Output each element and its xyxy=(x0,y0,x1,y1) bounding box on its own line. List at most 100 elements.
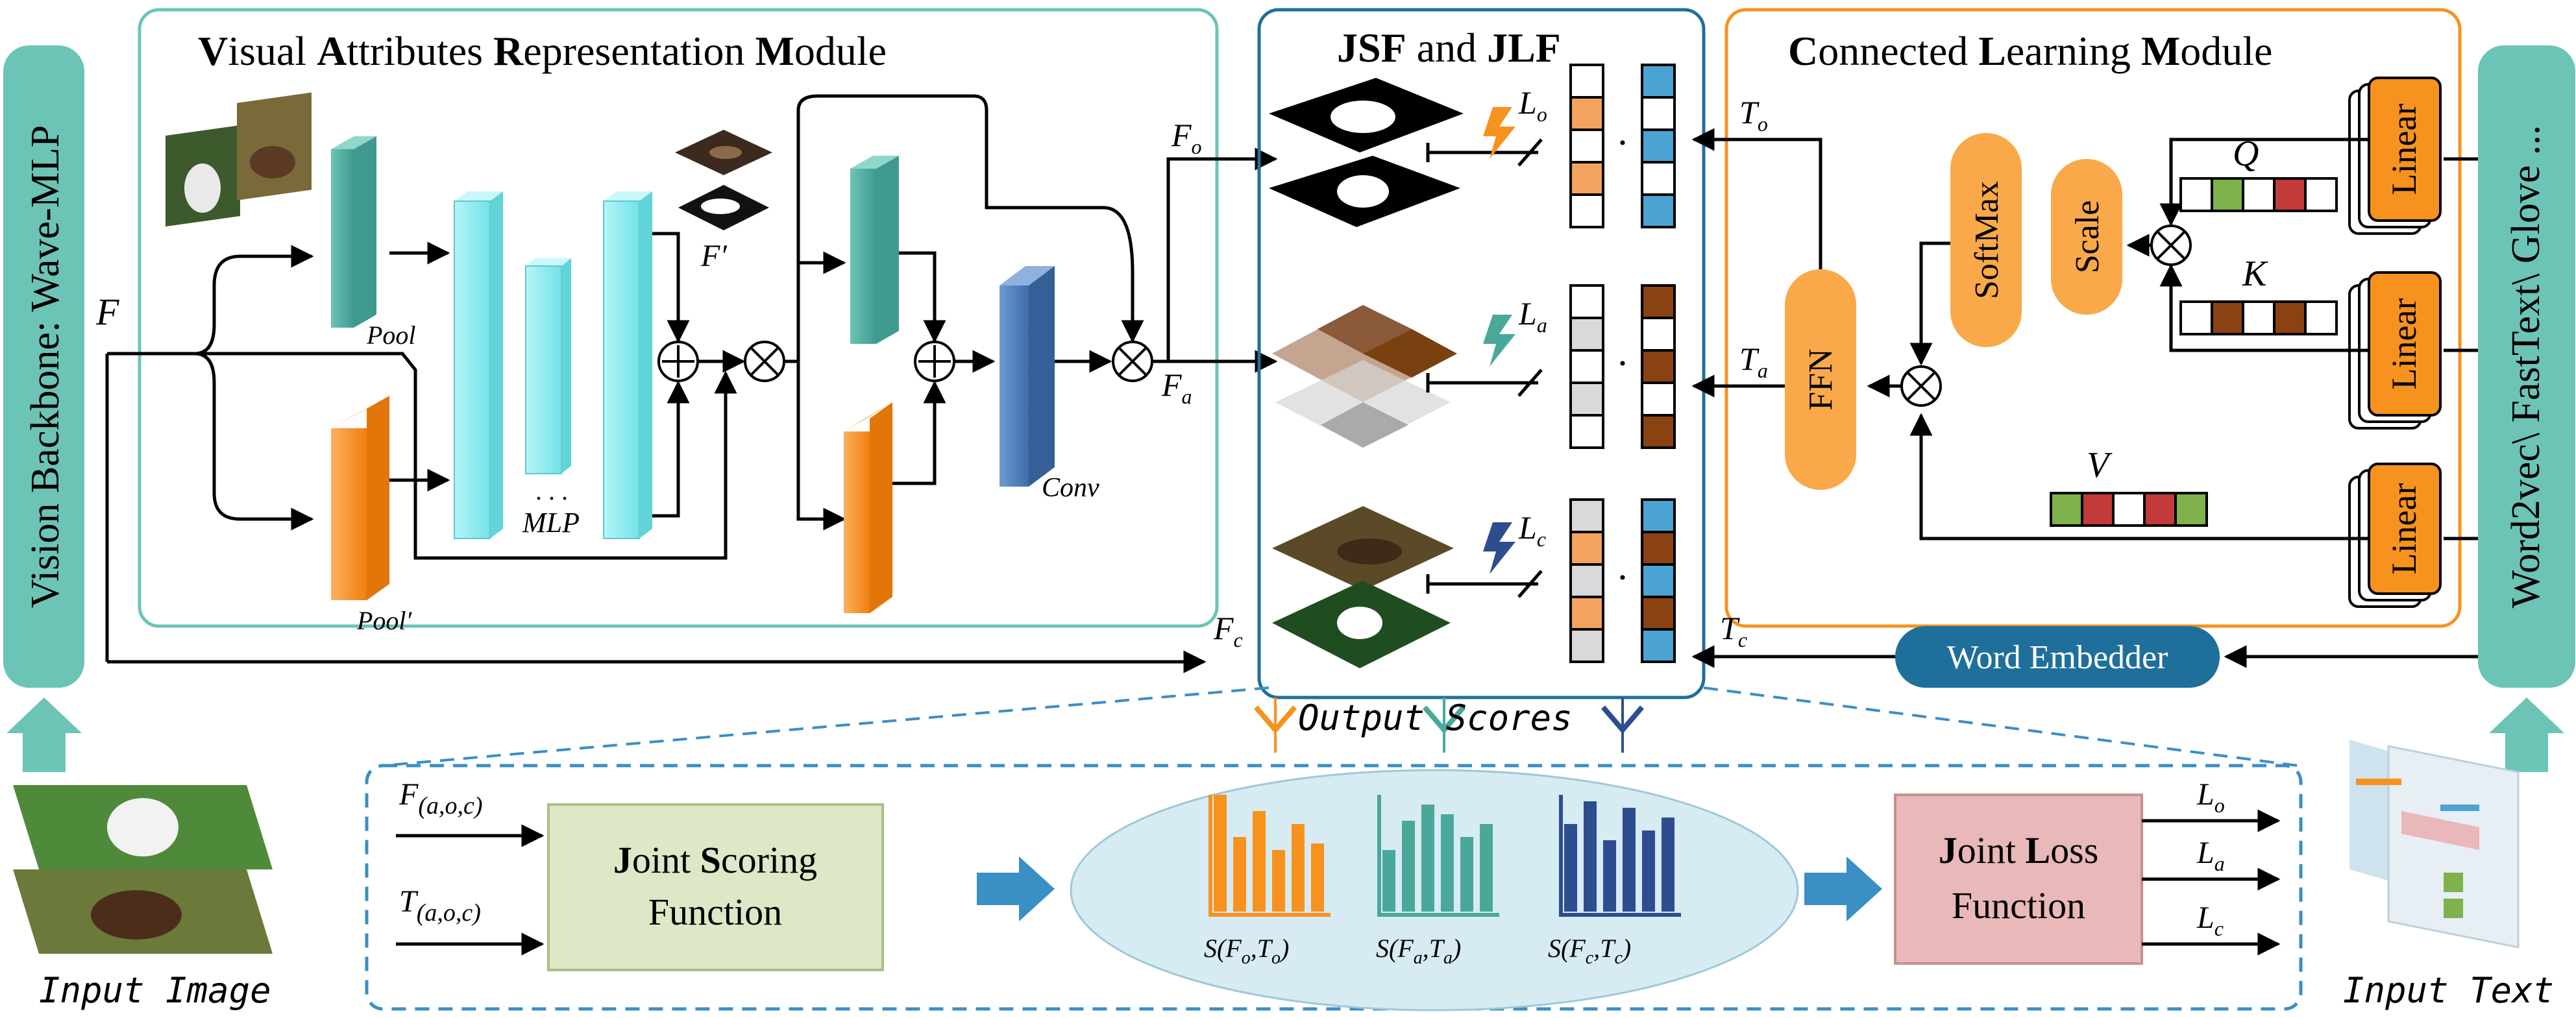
l-a-label: La xyxy=(1518,295,1547,337)
to-loss-arrow xyxy=(1804,856,1882,921)
t-aoc-label: T(a,o,c) xyxy=(399,884,481,927)
f-aoc-label: F(a,o,c) xyxy=(399,777,483,819)
input-image-label: Input Image xyxy=(39,970,271,1011)
pool-prime-label: Pool′ xyxy=(356,606,413,635)
dot-a: · xyxy=(1616,342,1629,385)
loss-o-out: Lo xyxy=(2196,777,2225,817)
clm-title: Connected Learning Module xyxy=(1788,28,2272,74)
vector-attr-feat xyxy=(1569,284,1604,449)
bar-chart-icon xyxy=(1377,795,1499,917)
pool-block xyxy=(331,136,376,328)
f-o-label: Fo xyxy=(1171,117,1202,158)
joint-scoring-line2: Function xyxy=(648,891,782,933)
connected-learning-module: Connected Learning Module Linear Linear … xyxy=(1691,8,2478,628)
l-c-label: Lc xyxy=(1518,509,1546,551)
composition-photo-icon xyxy=(1272,506,1454,668)
linear-k: Linear xyxy=(2348,271,2442,430)
multiply-node-4 xyxy=(1900,365,1942,407)
down-chevron-icon xyxy=(1601,697,1645,753)
k-vector xyxy=(2179,300,2338,335)
l-o-label: Lo xyxy=(1518,84,1547,126)
v-label: V xyxy=(2087,445,2113,485)
loss-c-out: Lc xyxy=(2196,901,2224,940)
t-o-label: To xyxy=(1739,94,1768,136)
joint-loss-line2: Function xyxy=(1952,884,2085,927)
t-c-label: Tc xyxy=(1720,610,1747,651)
word-embedder-label: Word Embedder xyxy=(1947,639,2168,676)
vision-backbone-bar: Vision Backbone: Wave-MLP xyxy=(3,45,84,688)
text-up-arrow xyxy=(2489,697,2564,772)
softmax-label: SoftMax xyxy=(1969,181,2006,299)
score-o-label: S(Fo,To) xyxy=(1204,934,1289,968)
image-up-arrow xyxy=(6,697,82,772)
mlp-label: MLP xyxy=(522,507,580,539)
scale-label: Scale xyxy=(2069,200,2106,274)
pool-prime-block xyxy=(331,396,389,600)
v-vector xyxy=(2050,492,2208,527)
object-mask-icon xyxy=(1269,78,1464,227)
document-stack-icon xyxy=(2349,740,2520,949)
mlp-block xyxy=(454,191,652,539)
down-chevron-icon xyxy=(1253,697,1297,753)
add-node-2 xyxy=(914,341,955,382)
f-c-label: Fc xyxy=(1213,610,1243,651)
k-label: K xyxy=(2242,254,2268,294)
image-pair-icon xyxy=(166,92,312,227)
ffn-label: FFN xyxy=(1802,348,1839,410)
feature-label: F xyxy=(95,291,119,333)
linear-v: Linear xyxy=(2348,463,2442,608)
vector-comp-text xyxy=(1641,498,1676,663)
joint-loss-function: Joint Loss Function xyxy=(1894,794,2143,965)
loss-a-out: La xyxy=(2196,836,2225,875)
q-vector xyxy=(2179,177,2338,212)
linear-k-label: Linear xyxy=(2385,298,2423,390)
add-node-1 xyxy=(657,341,699,382)
attention-orange-block xyxy=(844,402,892,613)
vector-object-text xyxy=(1641,64,1676,228)
linear-v-label: Linear xyxy=(2385,483,2423,575)
vision-backbone-label: Vision Backbone: Wave-MLP xyxy=(23,125,67,608)
conv-block xyxy=(1000,266,1055,487)
ffn-block: FFN xyxy=(1785,269,1856,490)
bar-chart-icon xyxy=(1559,795,1681,917)
score-c-label: S(Fc,Tc) xyxy=(1548,934,1631,968)
conv-label: Conv xyxy=(1042,473,1099,503)
linear-q: Linear xyxy=(2348,77,2442,235)
jsf-title: JSF and JLF xyxy=(1337,25,1561,71)
attribute-grid-icon xyxy=(1272,305,1457,448)
mlp-dots: . . . xyxy=(535,476,568,505)
feature-prime-label: F′ xyxy=(700,239,728,273)
visual-attributes-representation-module: Visual Attributes Representation Module … xyxy=(95,8,1278,673)
jsf-jlf-module: JSF and JLF xyxy=(1257,8,1706,699)
word-embedding-bar: Word2vec\ FastText\ Glove ... xyxy=(2478,45,2575,688)
multiply-node-1 xyxy=(744,341,785,382)
multiply-node-3 xyxy=(2150,224,2192,266)
bar-chart-icon xyxy=(1208,795,1331,917)
vector-attr-text xyxy=(1641,284,1676,449)
softmax-block: SoftMax xyxy=(1950,133,2022,347)
t-a-label: Ta xyxy=(1739,341,1768,382)
score-a-label: S(Fa,Ta) xyxy=(1376,934,1461,968)
multiply-node-2 xyxy=(1112,341,1153,382)
dot-o: · xyxy=(1616,121,1629,164)
down-chevron-icon xyxy=(1422,697,1466,753)
attention-teal-block xyxy=(850,156,899,344)
word-embedder: Word Embedder xyxy=(1895,626,2220,688)
lightning-icon xyxy=(1483,107,1515,159)
vector-comp-feat xyxy=(1569,498,1604,663)
lightning-icon xyxy=(1483,522,1515,574)
dot-c: · xyxy=(1616,556,1629,599)
input-text-label: Input Text xyxy=(2343,970,2554,1011)
pool-label: Pool xyxy=(366,321,416,350)
joint-scoring-function: Joint Scoring Function xyxy=(547,803,884,971)
lightning-icon xyxy=(1483,315,1515,367)
word-embedding-label: Word2vec\ FastText\ Glove ... xyxy=(2504,125,2548,609)
joint-loss-line1: Joint Loss xyxy=(1939,829,2099,871)
feature-prime-icon xyxy=(675,130,772,230)
var-title: Visual Attributes Representation Module xyxy=(198,28,887,74)
scoring-panel: Output Scores F(a,o,c) T(a,o,c) Joint Sc… xyxy=(365,686,2303,1012)
input-image-icon xyxy=(13,785,273,954)
scale-block: Scale xyxy=(2051,159,2122,315)
vector-object-feat xyxy=(1569,64,1604,228)
